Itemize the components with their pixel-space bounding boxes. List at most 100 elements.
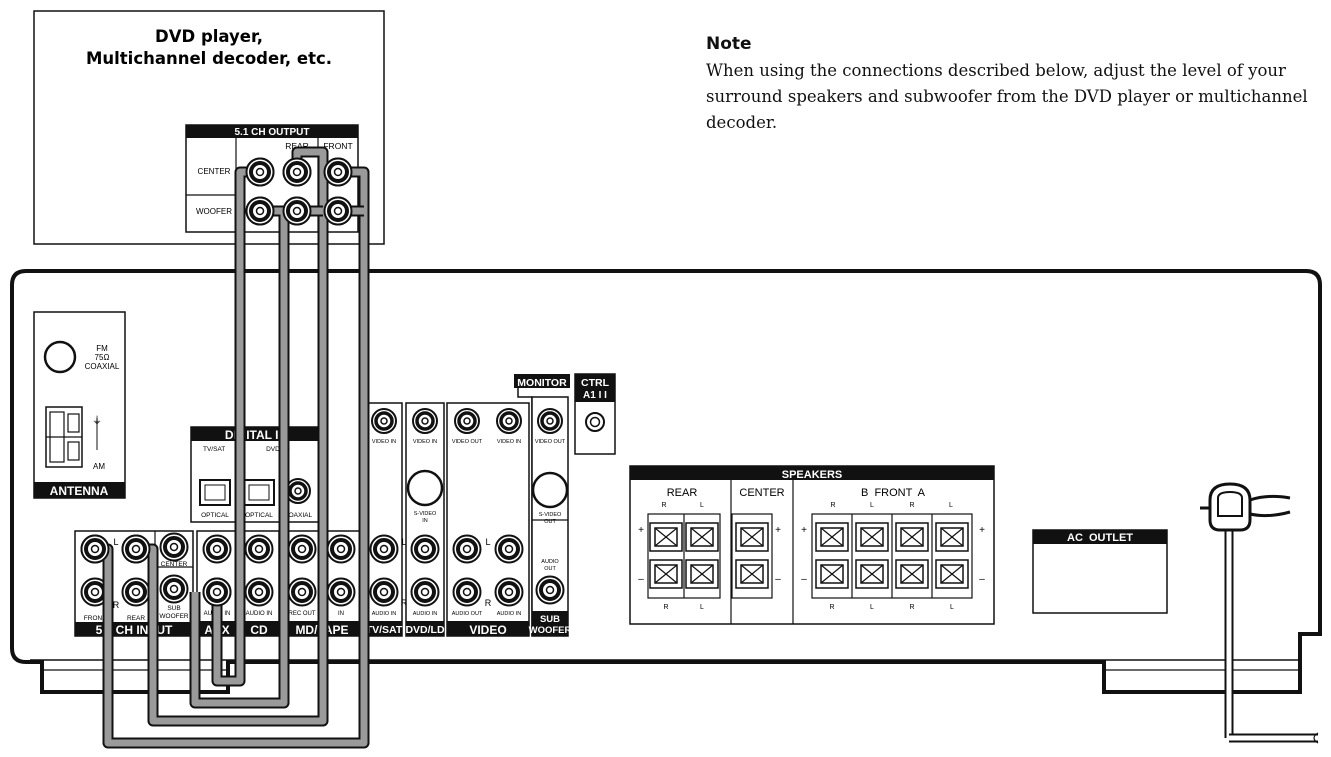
video-audio-out-r-jack[interactable] [451, 576, 483, 608]
optical-dvdld-label: OPTICAL [245, 512, 273, 519]
note-title: Note [706, 34, 752, 54]
monitor-video-out-jack[interactable] [536, 407, 564, 435]
dvd-ld-video-in-label: VIDEO IN [413, 439, 437, 445]
cd-l-jack[interactable] [243, 533, 275, 565]
sub-audio-out-label-2: OUT [544, 566, 556, 572]
optical-tvsat-port[interactable] [199, 479, 231, 506]
video-audio-out-label: AUDIO OUT [452, 611, 483, 617]
spk-front-a-r-top: R [909, 502, 914, 509]
dvd-ld-audio-l-jack[interactable] [409, 533, 441, 565]
spk-rear-r-minus-terminal[interactable] [649, 559, 683, 589]
fm-coaxial-label: COAXIAL [85, 362, 120, 371]
monitor-video-out-label: VIDEO OUT [535, 439, 566, 445]
speakers-header: SPEAKERS [782, 469, 843, 481]
video-in-label: VIDEO IN [497, 439, 521, 445]
ctrl-a1-jack[interactable] [585, 412, 605, 432]
spk-rear-r-plus-terminal[interactable] [649, 522, 683, 552]
md-rec-out-l-jack[interactable] [286, 533, 318, 565]
input-center-jack[interactable] [158, 531, 190, 563]
dvd-ld-s-video-label-1: S-VIDEO [414, 511, 437, 517]
spk-front-a-l-bottom: L [950, 604, 954, 611]
cd-header: CD [250, 623, 268, 637]
spk-front-a-l-minus-terminal[interactable] [935, 559, 969, 589]
spk-center-minus-terminal[interactable] [735, 559, 769, 589]
sub-woofer-header-1: SUB [540, 614, 560, 625]
am-terminal[interactable] [45, 406, 83, 468]
spk-rear-l-top: L [700, 502, 704, 509]
spk-rear-minus-sign: – [638, 574, 644, 585]
dvd-ld-video-in-jack[interactable] [411, 407, 439, 435]
speakers-panel: SPEAKERS REAR CENTER B FRONT A R L R L R… [629, 465, 995, 625]
digital-dvdld-label: DVD/LD [266, 446, 290, 453]
dvd-ld-s-video-label-2: IN [422, 518, 428, 524]
tv-sat-video-in-label: VIDEO IN [372, 439, 396, 445]
tv-sat-audio-r-jack[interactable] [368, 576, 400, 608]
video-out-label: VIDEO OUT [452, 439, 483, 445]
spk-front-minus-sign-left: – [801, 574, 807, 585]
ac-outlet-label: AC OUTLET [1067, 532, 1133, 544]
input-r-label: R [113, 600, 120, 610]
video-panel: VIDEO VIDEO OUT VIDEO IN L R AUDIO OUT A… [446, 402, 530, 637]
optical-dvdld-port[interactable] [243, 479, 275, 506]
video-in-jack[interactable] [495, 407, 523, 435]
device-title-line2: Multichannel decoder, etc. [86, 49, 332, 68]
tv-sat-video-in-jack[interactable] [370, 407, 398, 435]
tv-sat-header: TV/SAT [366, 624, 403, 636]
input-rear-r-jack[interactable] [120, 576, 152, 608]
spk-front-b-r-plus-terminal[interactable] [815, 522, 849, 552]
am-label: AM [93, 462, 105, 471]
aux-l-jack[interactable] [201, 533, 233, 565]
spk-front-plus-sign-left: + [801, 525, 807, 536]
video-l-label: L [485, 537, 490, 547]
dvd-ld-audio-in-label: AUDIO IN [413, 611, 437, 617]
fm-coaxial-jack[interactable] [43, 340, 77, 374]
dvd-ld-audio-r-jack[interactable] [409, 576, 441, 608]
spk-front-b-l-plus-terminal[interactable] [855, 522, 889, 552]
video-audio-out-l-jack[interactable] [451, 533, 483, 565]
md-rec-out-r-jack[interactable] [286, 576, 318, 608]
ac-outlet-panel[interactable]: AC OUTLET [1032, 529, 1168, 614]
output-rear-label: REAR [285, 141, 309, 151]
spk-front-b-r-minus-terminal[interactable] [815, 559, 849, 589]
md-in-l-jack[interactable] [325, 533, 357, 565]
spk-front-a-l-plus-terminal[interactable] [935, 522, 969, 552]
spk-center-plus-sign: + [775, 525, 781, 536]
video-out-jack[interactable] [453, 407, 481, 435]
dvd-ld-header: DVD/LD [405, 624, 445, 636]
spk-front-b-l-top: L [870, 502, 874, 509]
cd-r-jack[interactable] [243, 576, 275, 608]
speakers-center-label: CENTER [739, 487, 784, 499]
monitor-panel: MONITOR VIDEO OUT S-VIDEO OUT AUDIO OUT … [514, 374, 572, 637]
digital-in-header: DIGITAL IN [225, 428, 287, 442]
ctrl-label-2: A1 I I [583, 390, 607, 401]
sub-audio-out-label-1: AUDIO [541, 559, 559, 565]
monitor-s-video-jack[interactable] [531, 471, 569, 509]
spk-front-plus-sign-right: + [979, 525, 985, 536]
digital-in-panel: DIGITAL IN TV/SAT DVD/LD OPTICAL OPTICAL… [190, 426, 322, 523]
spk-front-b-l-minus-terminal[interactable] [855, 559, 889, 589]
spk-front-b-r-top: R [830, 502, 835, 509]
input-sub-label-2: WOOFER [159, 613, 189, 620]
note-text: When using the connections described bel… [706, 61, 1308, 132]
fm-label: FM [96, 344, 108, 353]
video-audio-in-r-jack[interactable] [493, 576, 525, 608]
md-in-r-jack[interactable] [325, 576, 357, 608]
spk-center-minus-sign: – [775, 574, 781, 585]
tv-sat-audio-l-jack[interactable] [368, 533, 400, 565]
spk-front-a-r-minus-terminal[interactable] [895, 559, 929, 589]
spk-rear-l-minus-terminal[interactable] [685, 559, 719, 589]
sub-woofer-audio-out-jack[interactable] [534, 574, 566, 606]
spk-rear-l-plus-terminal[interactable] [685, 522, 719, 552]
input-sub-label-1: SUB [167, 605, 180, 612]
monitor-s-video-label-1: S-VIDEO [539, 512, 562, 518]
spk-center-plus-terminal[interactable] [735, 522, 769, 552]
md-rec-out-label: REC OUT [289, 611, 316, 617]
video-audio-in-l-jack[interactable] [493, 533, 525, 565]
coaxial-dvdld-jack[interactable] [284, 477, 312, 505]
dvd-ld-s-video-jack[interactable] [406, 469, 444, 507]
input-center-label: CENTER [161, 561, 188, 568]
input-front-label: FRONT [84, 615, 106, 622]
digital-tvsat-label: TV/SAT [203, 446, 225, 453]
spk-front-a-r-plus-terminal[interactable] [895, 522, 929, 552]
